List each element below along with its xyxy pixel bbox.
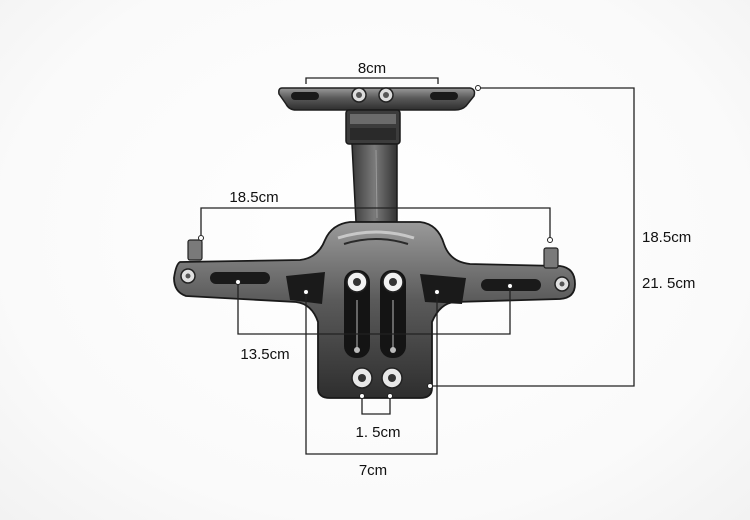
- left-inner-window: [286, 272, 325, 304]
- right-tab: [543, 247, 559, 269]
- label-height-b: 21. 5cm: [642, 275, 695, 292]
- label-bottom-width: 7cm: [359, 462, 387, 479]
- dim-top-width: [305, 77, 439, 84]
- label-top-width: 8cm: [358, 60, 386, 77]
- dim-height: [430, 87, 635, 387]
- dimension-lines: [200, 77, 635, 455]
- vertical-stem: [351, 143, 398, 223]
- dimension-endpoints: [198, 85, 553, 399]
- top-slot-left: [291, 92, 319, 100]
- left-outer-slot: [210, 272, 270, 284]
- dim-bottom-width: [305, 292, 438, 455]
- top-mount-plate: [278, 87, 476, 111]
- hinge-block: [345, 109, 401, 145]
- dim-inner-span: [237, 282, 511, 335]
- right-inner-window: [420, 274, 466, 304]
- label-bolt-spacing: 1. 5cm: [355, 424, 400, 441]
- main-arm-plate: [173, 221, 576, 399]
- label-arm-span: 18.5cm: [229, 189, 278, 206]
- label-height-a: 18.5cm: [642, 229, 691, 246]
- left-tab: [187, 239, 203, 261]
- label-inner-span: 13.5cm: [240, 346, 289, 363]
- dim-bolt-spacing: [361, 396, 391, 415]
- dim-arm-span: [200, 207, 551, 238]
- top-slot-right: [430, 92, 458, 100]
